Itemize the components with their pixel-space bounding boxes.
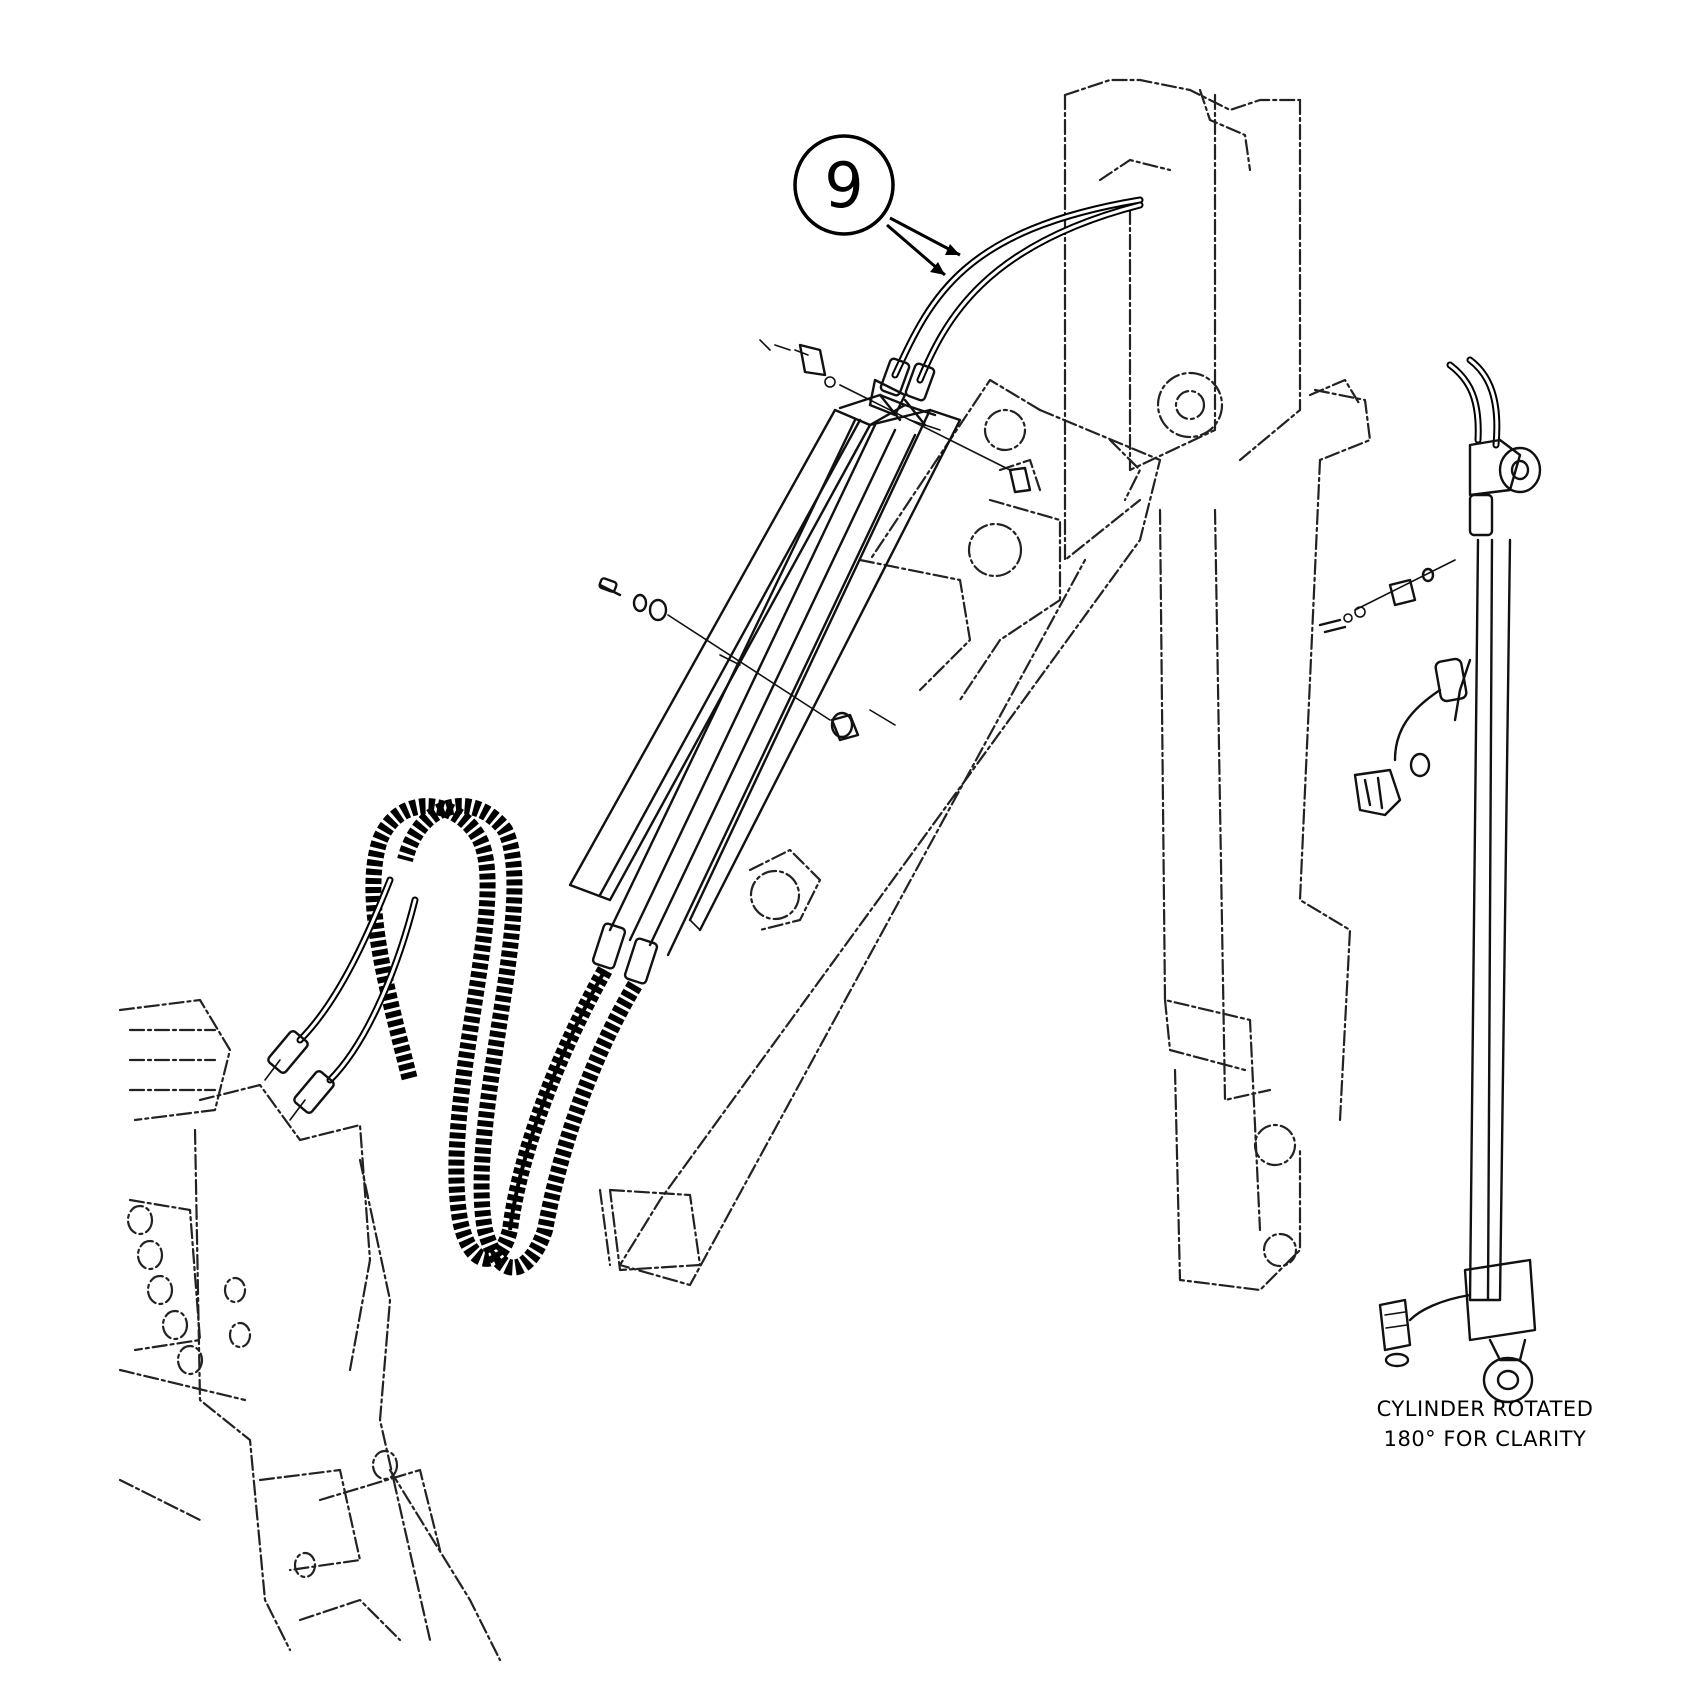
note-line-2: 180° FOR CLARITY [1384,1427,1587,1451]
clamp-hardware-top [759,339,1032,494]
callout-9: 9 [793,134,961,277]
callout-leader-arrows [886,216,961,277]
clamp-hardware-middle [598,577,896,742]
callout-circle [793,134,895,236]
note-line-1: CYLINDER ROTATED [1377,1397,1594,1421]
frame-and-valve-block [118,998,502,1662]
cylinder-tube [568,393,962,932]
rotation-note: CYLINDER ROTATED 180° FOR CLARITY [1377,1397,1594,1451]
valve-spools [126,1204,399,1579]
diagonal-arm [598,378,1162,1287]
hose-assembly-lower [264,418,917,1276]
straight-fitting [1378,1293,1472,1368]
hose-assembly-9 [878,196,1144,427]
elbow-fitting [1353,688,1442,817]
vertical-boom [1063,78,1372,1292]
rotated-cylinder-detail [1318,356,1542,1404]
callout-number: 9 [824,149,863,222]
